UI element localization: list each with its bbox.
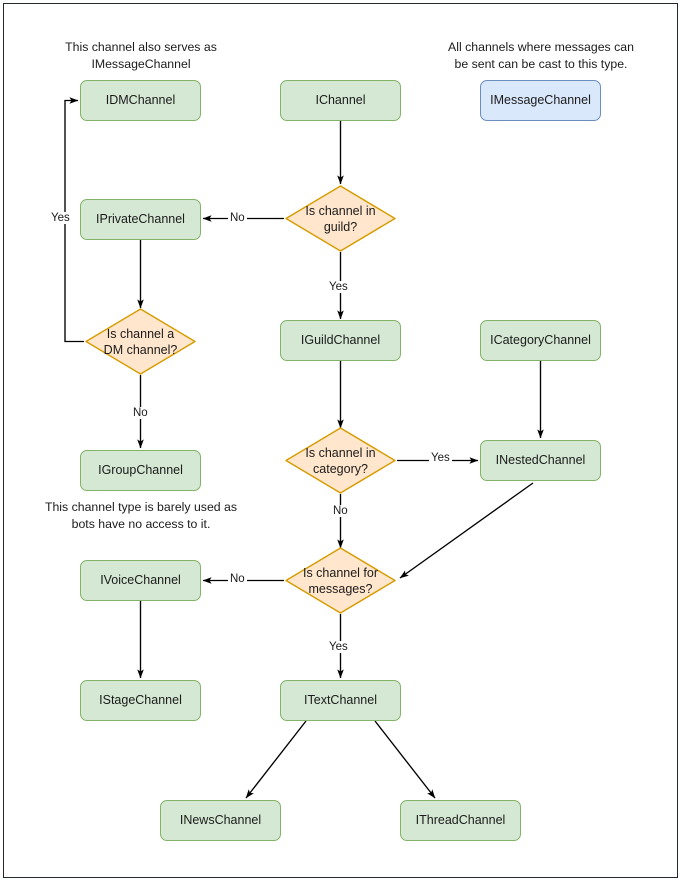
annotation-dm-note-line2: IMessageChannel	[91, 56, 191, 71]
decision-is-channel-in-category-shape	[285, 427, 396, 494]
decision-is-dm-line2: DM channel?	[103, 342, 178, 357]
node-istagechannel[interactable]: IStageChannel	[80, 680, 201, 721]
annotation-dm-note-line1: This channel also serves as	[65, 40, 217, 54]
decision-is-channel-in-category[interactable]: Is channel in category?	[285, 427, 396, 494]
node-inestedchannel[interactable]: INestedChannel	[480, 440, 601, 481]
edge-inestedchannel-to-formessages	[399, 482, 534, 579]
decision-is-channel-in-category-text: Is channel in category?	[285, 427, 396, 494]
annotation-group-note: This channel type is barely used as bots…	[40, 499, 242, 532]
annotation-message-note-line1: All channels where messages can	[448, 40, 634, 54]
node-inewschannel[interactable]: INewsChannel	[160, 800, 281, 841]
decision-is-channel-for-messages-text: Is channel for messages?	[285, 547, 396, 614]
edge-label-messages-no: No	[228, 573, 247, 585]
node-itextchannel-label: ITextChannel	[304, 692, 377, 707]
node-ichannel-label: IChannel	[315, 92, 366, 107]
decision-for-messages-line1: Is channel for	[302, 565, 379, 580]
node-idmchannel[interactable]: IDMChannel	[80, 80, 201, 121]
decision-is-channel-for-messages-shape	[285, 547, 396, 614]
decision-in-category-line2: category?	[313, 461, 368, 476]
decision-is-channel-for-messages[interactable]: Is channel for messages?	[285, 547, 396, 614]
node-inewschannel-label: INewsChannel	[179, 812, 262, 827]
node-igroupchannel[interactable]: IGroupChannel	[80, 450, 201, 491]
edge-label-guild-no: No	[228, 212, 247, 224]
node-icategorychannel[interactable]: ICategoryChannel	[480, 320, 601, 361]
edge-itextchannel-to-ithreadchannel	[374, 720, 436, 799]
annotation-message-note-line2: be sent can be cast to this type.	[454, 56, 628, 71]
node-imessagechannel-label: IMessageChannel	[490, 92, 591, 107]
annotation-message-note: All channels where messages can be sent …	[437, 39, 645, 72]
annotation-group-note-line1: This channel type is barely used as	[44, 500, 238, 514]
node-itextchannel[interactable]: ITextChannel	[280, 680, 401, 721]
decision-in-category-line1: Is channel in	[305, 445, 376, 460]
node-imessagechannel[interactable]: IMessageChannel	[480, 80, 601, 121]
node-iguildchannel[interactable]: IGuildChannel	[280, 320, 401, 361]
node-icategorychannel-label: ICategoryChannel	[490, 332, 591, 347]
node-idmchannel-label: IDMChannel	[105, 92, 176, 107]
node-istagechannel-label: IStageChannel	[99, 692, 182, 707]
edge-label-dm-yes: Yes	[49, 212, 72, 224]
edge-label-category-no: No	[331, 505, 350, 517]
edge-label-guild-yes: Yes	[327, 281, 350, 293]
decision-is-channel-a-dm-channel[interactable]: Is channel a DM channel?	[85, 308, 196, 375]
edge-itextchannel-to-inewschannel	[245, 720, 307, 799]
node-igroupchannel-label: IGroupChannel	[98, 462, 183, 477]
decision-is-channel-in-guild-text: Is channel in guild?	[285, 185, 396, 252]
decision-is-channel-in-guild[interactable]: Is channel in guild?	[285, 185, 396, 252]
decision-is-channel-a-dm-channel-text: Is channel a DM channel?	[85, 308, 196, 375]
decision-is-channel-in-guild-shape	[285, 185, 396, 252]
decision-for-messages-line2: messages?	[308, 581, 373, 596]
node-iprivatechannel-label: IPrivateChannel	[96, 211, 185, 226]
edge-label-messages-yes: Yes	[327, 641, 350, 653]
node-ichannel[interactable]: IChannel	[280, 80, 401, 121]
node-ithreadchannel[interactable]: IThreadChannel	[400, 800, 521, 841]
decision-is-channel-a-dm-channel-shape	[85, 308, 196, 375]
node-ithreadchannel-label: IThreadChannel	[415, 812, 506, 827]
decision-in-guild-line2: guild?	[323, 219, 358, 234]
node-ivoicechannel-label: IVoiceChannel	[100, 572, 181, 587]
annotation-dm-note: This channel also serves as IMessageChan…	[52, 39, 230, 72]
node-iguildchannel-label: IGuildChannel	[300, 332, 381, 347]
node-ivoicechannel[interactable]: IVoiceChannel	[80, 560, 201, 601]
decision-in-guild-line1: Is channel in	[305, 203, 376, 218]
decision-is-dm-line1: Is channel a	[106, 326, 175, 341]
node-iprivatechannel[interactable]: IPrivateChannel	[80, 199, 201, 240]
node-inestedchannel-label: INestedChannel	[495, 452, 586, 467]
edge-label-dm-no: No	[131, 407, 150, 419]
edge-label-category-yes: Yes	[429, 452, 452, 464]
annotation-group-note-line2: bots have no access to it.	[71, 516, 211, 531]
